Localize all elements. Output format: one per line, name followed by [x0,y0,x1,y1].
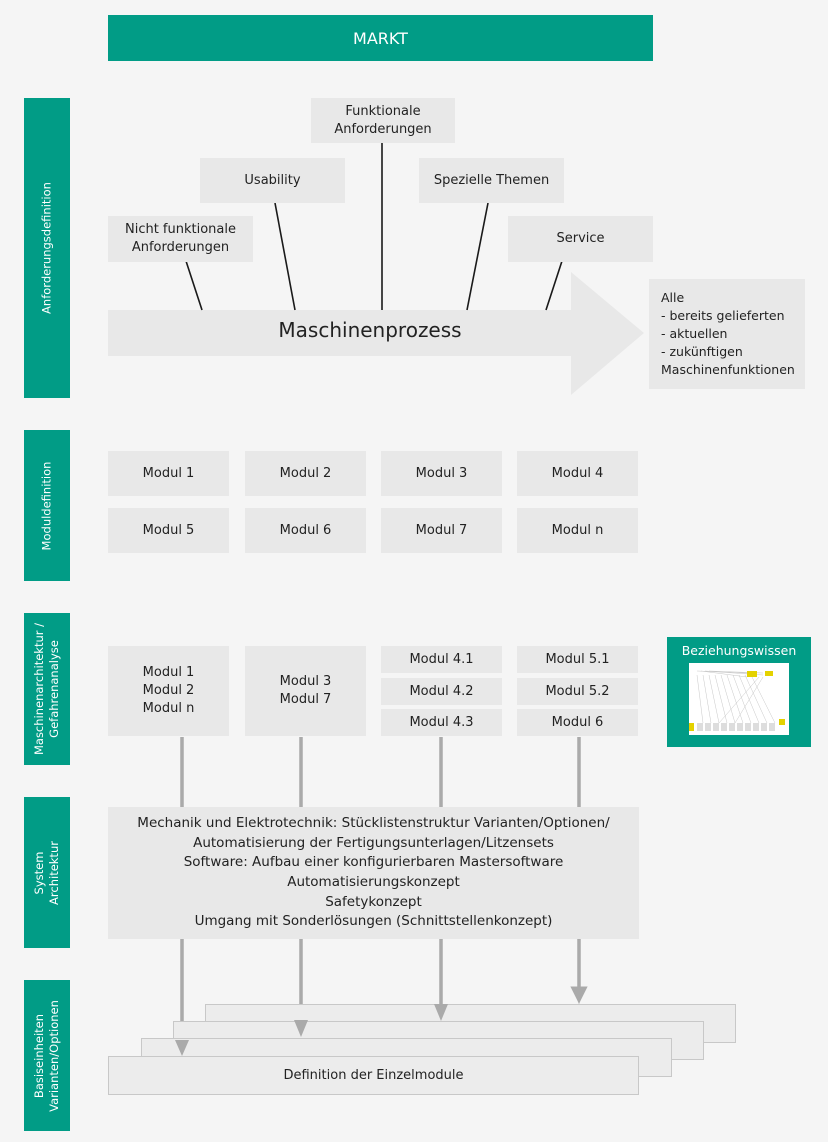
module-box: Modul 7 [381,508,502,553]
arch-col3-item: Modul 4.3 [381,709,502,736]
arch-col3-label: Modul 4.1 [409,651,474,667]
arch-col1: Modul 1 Modul 2 Modul n [108,646,229,736]
sidebar-label-basis: Basiseinheiten Varianten/Optionen [32,999,61,1112]
sidebar-anforderungsdefinition: Anforderungsdefinition [24,98,70,398]
alle-box: Alle - bereits gelieferten - aktuellen -… [649,279,805,389]
line-service [545,260,563,311]
sidebar-label-modul: Moduldefinition [39,461,54,550]
beziehungswissen-panel: Beziehungswissen [667,637,811,747]
module-box: Modul n [517,508,638,553]
module-label: Modul n [551,522,604,538]
arch-col4-item: Modul 6 [517,709,638,736]
definition-einzelmodule-box: Definition der Einzelmodule [108,1056,639,1095]
arrowhead-4 [572,987,586,1004]
arch-col4-label: Modul 5.1 [545,651,610,667]
system-architecture-text: Mechanik und Elektrotechnik: Stücklisten… [137,815,610,930]
sidebar-label-system: System Architektur [32,840,61,905]
line-usability [274,202,296,311]
maschinenprozess-label: Maschinenprozess [278,318,462,342]
definition-einzelmodule-label: Definition der Einzelmodule [283,1067,464,1083]
arch-col1-label: Modul 1 Modul 2 Modul n [142,665,195,716]
beziehungswissen-title: Beziehungswissen [681,643,797,658]
relationship-diagram-thumbnail [689,663,789,735]
system-architecture-box: Mechanik und Elektrotechnik: Stücklisten… [108,807,639,939]
arch-col4-item: Modul 5.1 [517,646,638,673]
arch-col3-item: Modul 4.2 [381,678,502,705]
req-nicht-funktionale-label: Nicht funktionale Anforderungen [124,222,236,255]
req-funktionale: Funktionale Anforderungen [311,98,455,143]
module-label: Modul 4 [551,465,604,481]
arch-col3-label: Modul 4.2 [409,683,474,699]
arch-col3-item: Modul 4.1 [381,646,502,673]
relationship-diagram-graphic [689,663,789,735]
line-nicht-funktionale [185,260,203,311]
sidebar-maschinenarchitektur: Maschinenarchitektur / Gefahrenanalyse [24,613,70,765]
req-funktionale-label: Funktionale Anforderungen [334,103,432,137]
arch-col4-item: Modul 5.2 [517,678,638,705]
module-label: Modul 1 [142,465,195,481]
req-nicht-funktionale: Nicht funktionale Anforderungen [108,216,253,262]
req-spezielle-label: Spezielle Themen [433,172,550,188]
arch-col4-label: Modul 5.2 [545,683,610,699]
req-spezielle: Spezielle Themen [419,158,564,203]
sidebar-moduldefinition: Moduldefinition [24,430,70,581]
arch-col2-label: Modul 3 Modul 7 [279,674,332,707]
markt-label: MARKT [353,28,408,48]
sidebar-system-architektur: System Architektur [24,797,70,948]
module-box: Modul 3 [381,451,502,496]
arch-col3-label: Modul 4.3 [409,714,474,730]
module-box: Modul 6 [245,508,366,553]
module-label: Modul 7 [415,522,468,538]
sidebar-label-anforderung: Anforderungsdefinition [39,182,54,314]
module-box: Modul 5 [108,508,229,553]
module-label: Modul 5 [142,522,195,538]
alle-text: Alle - bereits gelieferten - aktuellen -… [661,290,795,377]
req-service-label: Service [556,231,605,246]
sidebar-basiseinheiten: Basiseinheiten Varianten/Optionen [24,980,70,1131]
module-label: Modul 3 [415,465,468,481]
module-box: Modul 4 [517,451,638,496]
line-spezielle [466,202,489,311]
module-box: Modul 2 [245,451,366,496]
req-service: Service [508,216,653,262]
req-usability: Usability [200,158,345,203]
module-box: Modul 1 [108,451,229,496]
module-label: Modul 6 [279,522,332,538]
arch-col2: Modul 3 Modul 7 [245,646,366,736]
arch-col4-label: Modul 6 [551,714,604,730]
module-label: Modul 2 [279,465,332,481]
req-usability-label: Usability [244,172,301,188]
sidebar-label-maschinen: Maschinenarchitektur / Gefahrenanalyse [32,622,61,756]
markt-banner: MARKT [108,15,653,61]
